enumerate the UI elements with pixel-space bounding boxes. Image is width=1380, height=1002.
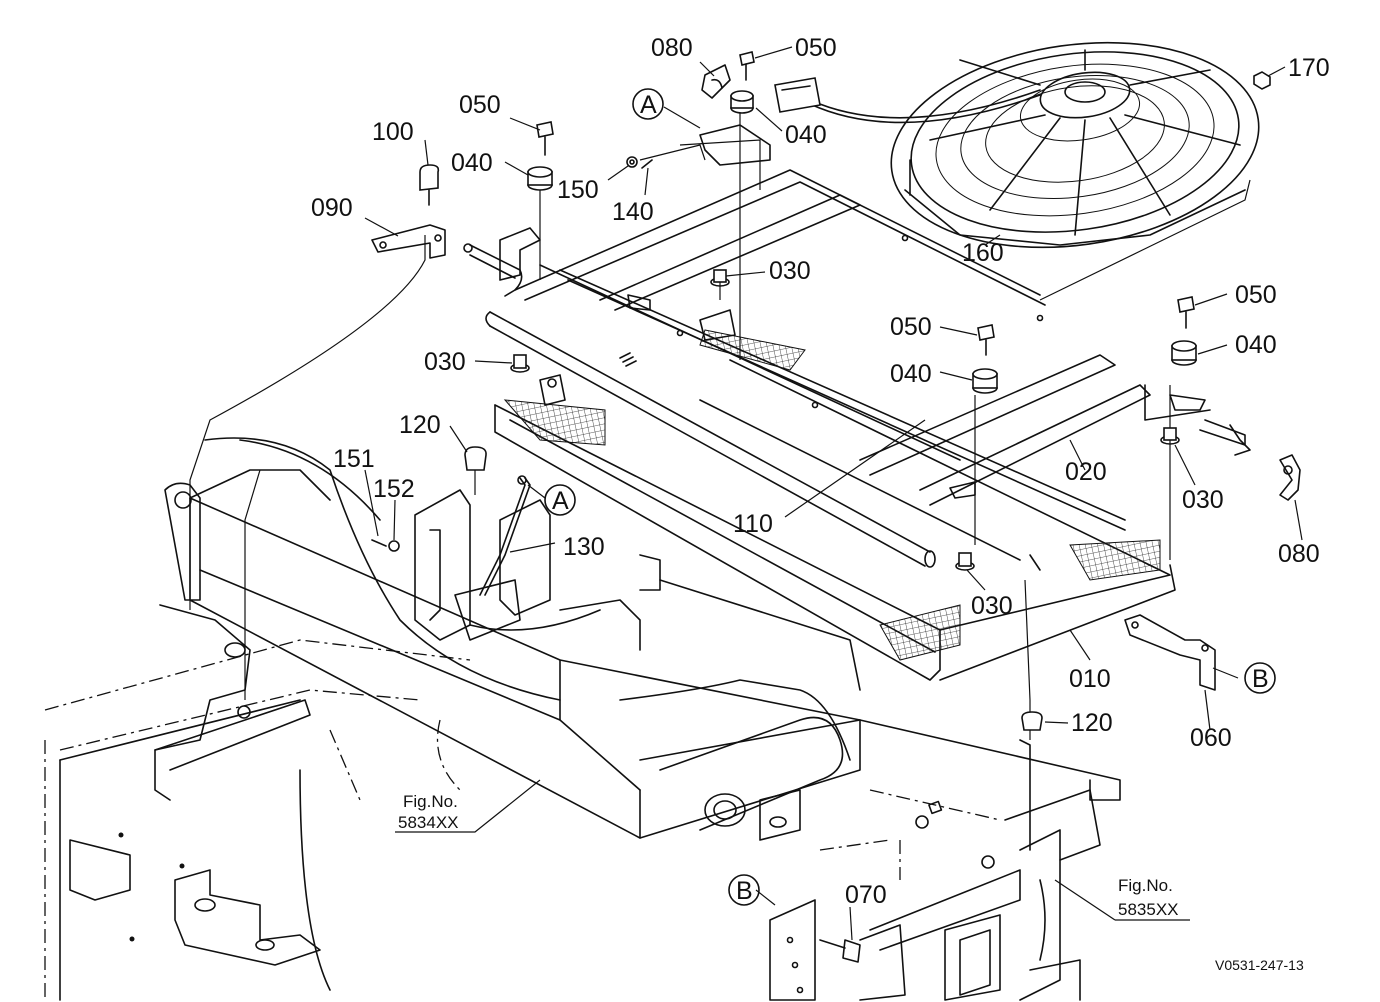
callout-050-mid: 050 [890,313,932,341]
fig-ref-right-number: 5835XX [1118,900,1179,919]
callout-040-top: 040 [785,121,827,149]
fig-ref-left-number: 5834XX [398,813,459,832]
fig-ref-right-label: Fig.No. [1118,876,1173,895]
callout-a-top: A [640,91,657,119]
callout-090: 090 [311,194,353,222]
assembly-lines [189,110,1251,740]
fig-ref-left-label: Fig.No. [403,792,458,811]
callout-030-left: 030 [424,348,466,376]
condenser-010 [494,309,1176,681]
callout-120-right: 120 [1071,709,1113,737]
callout-labels: 080 050 170 A 050 040 100 040 150 140 09… [311,34,1330,909]
marker-b-bottom-circle [728,874,760,906]
chassis-bracket-center [414,489,861,691]
callout-030-right: 030 [1182,486,1224,514]
callout-060: 060 [1190,724,1232,752]
callout-040-mid: 040 [890,360,932,388]
machine-frame [44,437,861,1001]
callout-b-bottom: B [736,877,753,905]
callout-leaders [364,46,1303,941]
callout-070: 070 [845,881,887,909]
callout-160: 160 [962,239,1004,267]
callout-100: 100 [372,118,414,146]
reference-markers [544,88,1276,906]
callout-152: 152 [373,475,415,503]
callout-040-left: 040 [451,149,493,177]
callout-040-right: 040 [1235,331,1277,359]
callout-170: 170 [1288,54,1330,82]
fasteners [371,51,1301,731]
callout-140: 140 [612,198,654,226]
marker-a-mid-circle [544,484,576,516]
callout-010: 010 [1069,665,1111,693]
callout-080-right: 080 [1278,540,1320,568]
callout-a-mid: A [552,487,569,515]
callout-150: 150 [557,176,599,204]
callout-050-right: 050 [1235,281,1277,309]
strip-110 [485,311,936,568]
marker-a-top-circle [632,88,664,120]
marker-b-right-circle [1244,662,1276,694]
callout-050-left: 050 [459,91,501,119]
callout-b-right: B [1252,665,1269,693]
callout-130: 130 [563,533,605,561]
callout-120-left: 120 [399,411,441,439]
callout-151: 151 [333,445,375,473]
callout-080-top: 080 [651,34,693,62]
fan-assembly-160 [774,41,1260,249]
drawing-code: V0531-247-13 [1215,957,1304,973]
callout-050-top: 050 [795,34,837,62]
callout-020: 020 [1065,458,1107,486]
callout-030-bottom: 030 [971,592,1013,620]
frame-020 [463,169,1251,571]
chassis-right [769,719,1121,1001]
callout-030-center: 030 [769,257,811,285]
figure-references: Fig.No. 5834XX Fig.No. 5835XX [398,792,1179,919]
callout-110: 110 [733,510,773,538]
